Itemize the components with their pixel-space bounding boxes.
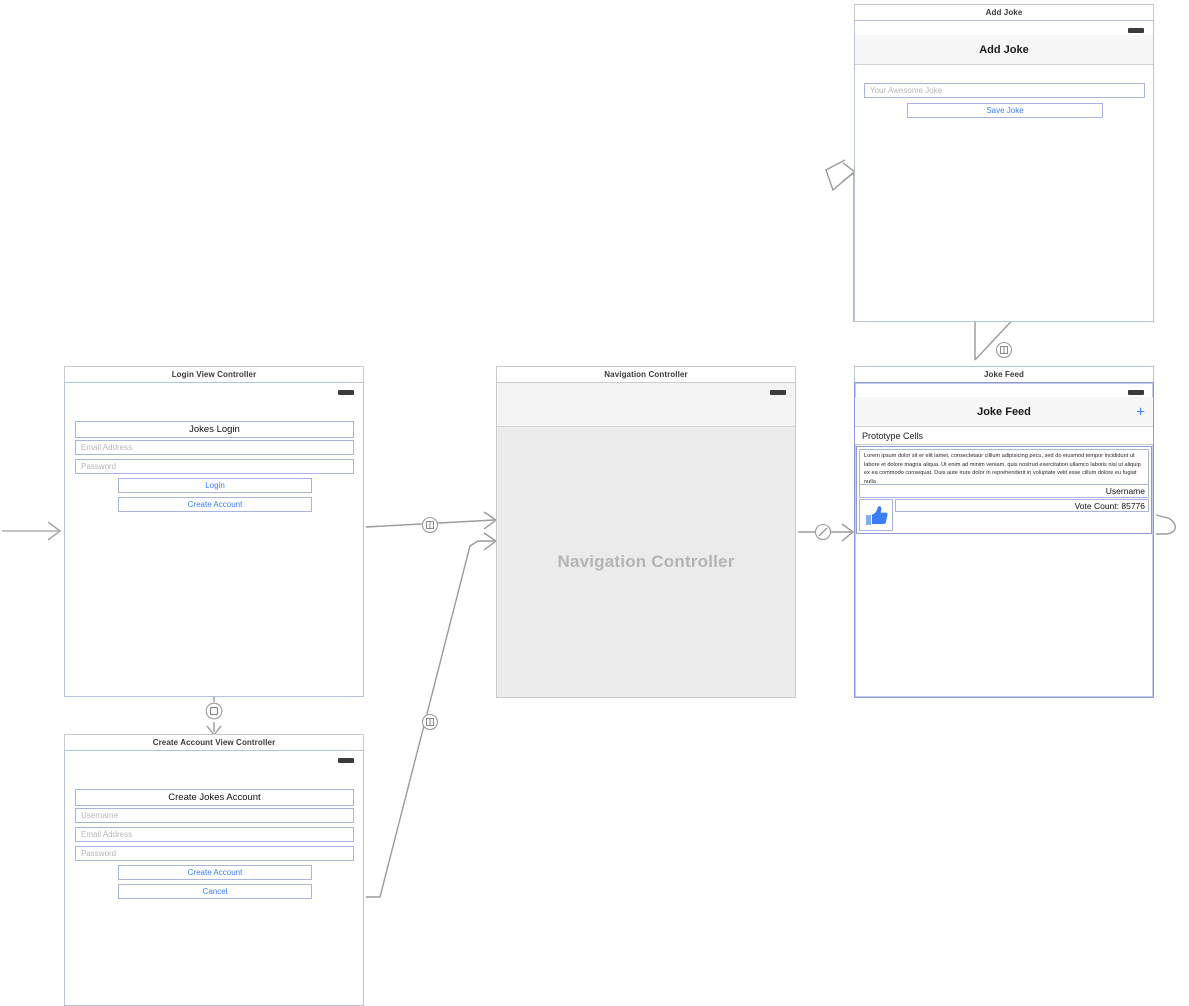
add-joke-navbar-title: Add Joke bbox=[979, 43, 1029, 56]
scene-body-add-joke[interactable]: Add Joke Your Awesome Joke Save Joke bbox=[854, 20, 1154, 322]
navigation-controller-placeholder-label: Navigation Controller bbox=[557, 552, 735, 571]
create-account-email-placeholder: Email Address bbox=[81, 830, 133, 839]
add-joke-navbar: Add Joke bbox=[855, 35, 1153, 65]
joke-vote-count-label: Vote Count: 85776 bbox=[895, 499, 1149, 512]
login-password-placeholder: Password bbox=[81, 462, 117, 471]
battery-icon bbox=[338, 758, 354, 763]
add-joke-text-field[interactable]: Your Awesome Joke bbox=[864, 83, 1145, 98]
scene-navigation-controller[interactable]: Navigation Controller Navigation Control… bbox=[496, 366, 796, 698]
add-joke-placeholder: Your Awesome Joke bbox=[870, 86, 943, 95]
scene-body-create-account[interactable]: Create Jokes Account Username Email Addr… bbox=[64, 750, 364, 1006]
scene-title-login: Login View Controller bbox=[64, 366, 364, 382]
joke-username-label: Username bbox=[859, 485, 1149, 498]
scene-title-navigation-controller: Navigation Controller bbox=[496, 366, 796, 382]
scene-joke-feed[interactable]: Joke Feed Joke Feed + Prototype Cells Lo… bbox=[854, 366, 1154, 698]
joke-feed-navbar: Joke Feed + bbox=[855, 397, 1153, 427]
login-password-field[interactable]: Password bbox=[75, 459, 354, 474]
login-create-account-button[interactable]: Create Account bbox=[118, 497, 312, 512]
navigation-controller-topbar bbox=[497, 383, 795, 427]
create-account-username-field[interactable]: Username bbox=[75, 808, 354, 823]
scene-body-navigation-controller[interactable]: Navigation Controller bbox=[496, 382, 796, 698]
scene-title-create-account: Create Account View Controller bbox=[64, 734, 364, 750]
scene-body-joke-feed[interactable]: Joke Feed + Prototype Cells Lorem ipsum … bbox=[854, 382, 1154, 698]
save-joke-button[interactable]: Save Joke bbox=[907, 103, 1103, 118]
login-email-field[interactable]: Email Address bbox=[75, 440, 354, 455]
battery-icon bbox=[338, 390, 354, 395]
joke-cell-bottom-row: Vote Count: 85776 bbox=[859, 499, 1149, 531]
navigation-controller-fill: Navigation Controller bbox=[497, 427, 795, 697]
scene-login-view-controller[interactable]: Login View Controller Jokes Login Email … bbox=[64, 366, 364, 697]
scene-title-add-joke: Add Joke bbox=[854, 4, 1154, 20]
create-account-header-label: Create Jokes Account bbox=[75, 789, 354, 806]
joke-text-label: Lorem ipsum dolor sit er elit lamet, con… bbox=[859, 449, 1149, 485]
scene-title-joke-feed: Joke Feed bbox=[854, 366, 1154, 382]
scene-create-account-view-controller[interactable]: Create Account View Controller Create Jo… bbox=[64, 734, 364, 1006]
create-account-email-field[interactable]: Email Address bbox=[75, 827, 354, 842]
battery-icon bbox=[1128, 390, 1144, 395]
add-joke-plus-icon[interactable]: + bbox=[1136, 403, 1145, 420]
joke-prototype-cell[interactable]: Lorem ipsum dolor sit er elit lamet, con… bbox=[856, 446, 1152, 534]
battery-icon bbox=[1128, 28, 1144, 33]
create-account-password-placeholder: Password bbox=[81, 849, 117, 858]
login-button[interactable]: Login bbox=[118, 478, 312, 493]
login-email-placeholder: Email Address bbox=[81, 443, 133, 452]
create-account-password-field[interactable]: Password bbox=[75, 846, 354, 861]
create-account-submit-button[interactable]: Create Account bbox=[118, 865, 312, 880]
login-header-label: Jokes Login bbox=[75, 421, 354, 438]
battery-icon bbox=[770, 390, 786, 395]
create-account-cancel-button[interactable]: Cancel bbox=[118, 884, 312, 899]
thumbs-up-icon[interactable] bbox=[859, 499, 893, 531]
scene-body-login[interactable]: Jokes Login Email Address Password Login… bbox=[64, 382, 364, 697]
scene-add-joke[interactable]: Add Joke Add Joke Your Awesome Joke Save… bbox=[854, 4, 1154, 322]
prototype-cells-header: Prototype Cells bbox=[855, 427, 1153, 445]
joke-feed-navbar-title: Joke Feed bbox=[977, 405, 1031, 418]
thumbs-up-glyph bbox=[866, 506, 888, 525]
create-account-username-placeholder: Username bbox=[81, 811, 118, 820]
